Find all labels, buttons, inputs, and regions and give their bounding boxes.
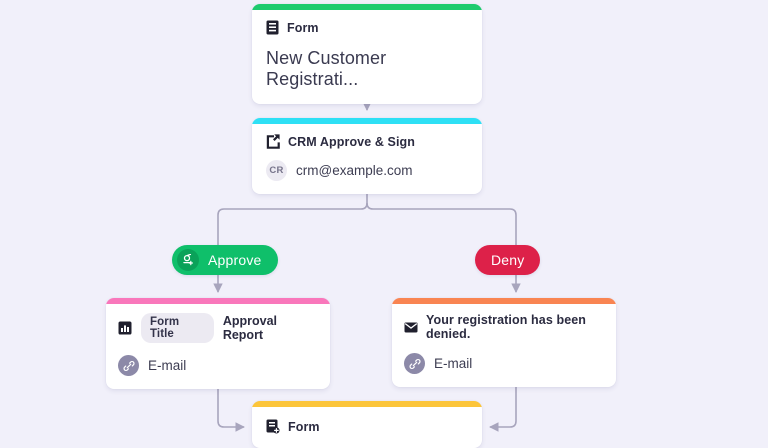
form-icon	[266, 20, 279, 35]
assignee-email: crm@example.com	[296, 163, 413, 178]
node-form-end[interactable]: Form	[252, 401, 482, 448]
node-accent-bar	[252, 118, 482, 124]
node-approval-report[interactable]: Form Title Approval Report E-mail	[106, 298, 330, 389]
branch-pill-approve[interactable]: Approve	[172, 245, 278, 275]
avatar: CR	[266, 160, 287, 181]
approve-sign-icon	[266, 134, 280, 149]
node-title: CRM Approve & Sign	[288, 134, 416, 149]
channel-label: E-mail	[148, 358, 187, 373]
node-title: Form	[287, 20, 319, 35]
node-denial-email[interactable]: Your registration has been denied. E-mai…	[392, 298, 616, 387]
link-icon	[404, 353, 425, 374]
form-name-value: New Customer Registrati...	[266, 48, 387, 89]
node-accent-bar	[106, 298, 330, 304]
node-crm-approve-sign[interactable]: CRM Approve & Sign CR crm@example.com	[252, 118, 482, 194]
node-accent-bar	[252, 401, 482, 407]
form-title-value: Approval Report	[222, 314, 277, 342]
approve-stamp-icon	[177, 249, 199, 271]
branch-label: Deny	[491, 252, 525, 268]
branch-pill-deny[interactable]: Deny	[475, 245, 541, 275]
form-add-icon	[266, 419, 280, 434]
chart-icon	[118, 321, 132, 335]
node-form-start[interactable]: Form New Customer Registrati...	[252, 4, 482, 104]
node-accent-bar	[392, 298, 616, 304]
branch-label: Approve	[208, 252, 262, 268]
form-title-chip: Form Title	[141, 313, 214, 343]
node-accent-bar	[252, 4, 482, 10]
envelope-icon	[404, 322, 418, 333]
node-title: Your registration has been denied.	[426, 313, 587, 341]
channel-label: E-mail	[434, 356, 473, 371]
link-icon	[118, 355, 139, 376]
node-title: Form	[288, 419, 320, 434]
